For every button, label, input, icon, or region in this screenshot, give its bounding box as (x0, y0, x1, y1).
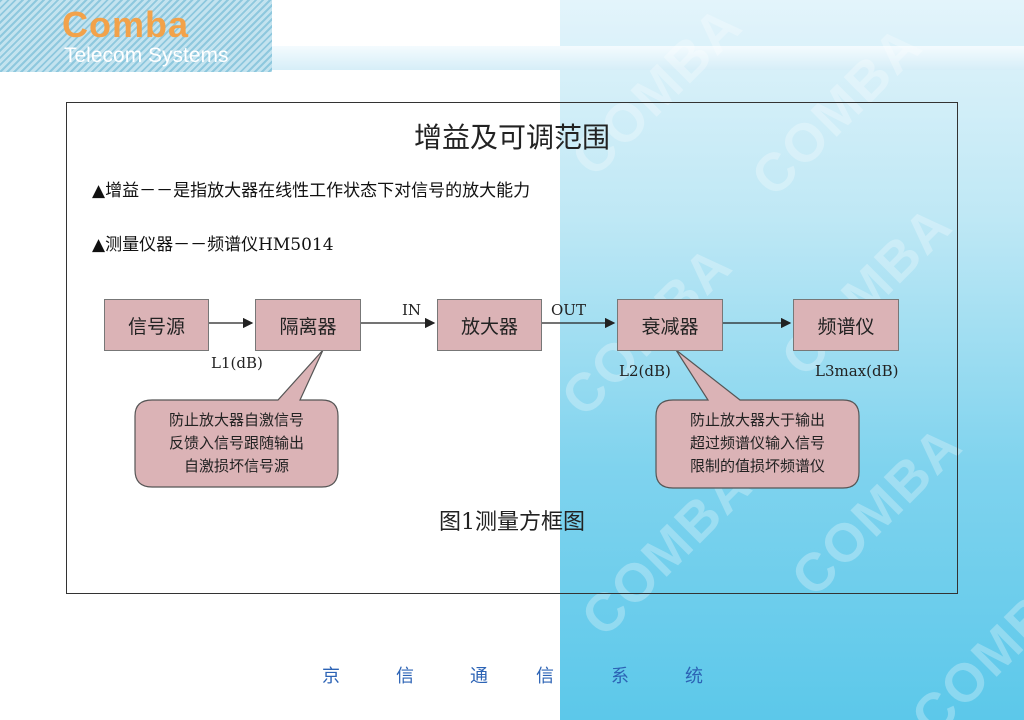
block-spectrum-analyzer: 频谱仪 (793, 299, 899, 351)
footer-char: 信 (536, 666, 554, 687)
label-l1: L1(dB) (211, 354, 263, 372)
label-out: OUT (551, 301, 586, 319)
diagram-caption: 图1测量方框图 (439, 510, 585, 535)
callout-left-line: 自激损坏信号源 (183, 457, 289, 475)
logo-name: Comba (62, 4, 190, 45)
logo-subtitle: Telecom Systems (64, 44, 229, 67)
footer-char: 系 (611, 666, 629, 687)
block-amplifier: 放大器 (437, 299, 542, 351)
callout-right-text: 防止放大器大于输出 超过频谱仪输入信号 限制的值损坏频谱仪 (656, 409, 859, 478)
footer-char: 京 (322, 666, 340, 687)
callout-left-line: 反馈入信号跟随输出 (168, 434, 304, 452)
label-l3max: L3max(dB) (815, 362, 899, 380)
block-isolator: 隔离器 (255, 299, 361, 351)
footer-char: 通 (470, 666, 488, 687)
content-frame (66, 102, 958, 594)
slide-title: 增益及可调范围 (413, 121, 610, 154)
label-l2: L2(dB) (619, 362, 671, 380)
callout-left-text: 防止放大器自激信号 反馈入信号跟随输出 自激损坏信号源 (135, 409, 338, 478)
bullet-instrument: ▲测量仪器－－频谱仪HM5014 (92, 235, 334, 255)
block-signal-source: 信号源 (104, 299, 209, 351)
callout-right-line: 限制的值损坏频谱仪 (689, 457, 825, 475)
footer-char: 统 (685, 666, 703, 687)
callout-right-line: 超过频谱仪输入信号 (689, 434, 825, 452)
callout-right-line: 防止放大器大于输出 (689, 411, 825, 429)
block-attenuator: 衰减器 (617, 299, 723, 351)
header-band (272, 46, 1024, 70)
footer-char: 信 (396, 666, 414, 687)
company-logo: Comba Telecom Systems (0, 0, 272, 72)
callout-left-line: 防止放大器自激信号 (168, 411, 304, 429)
label-in: IN (402, 301, 422, 319)
bullet-gain: ▲增益－－是指放大器在线性工作状态下对信号的放大能力 (92, 181, 531, 201)
